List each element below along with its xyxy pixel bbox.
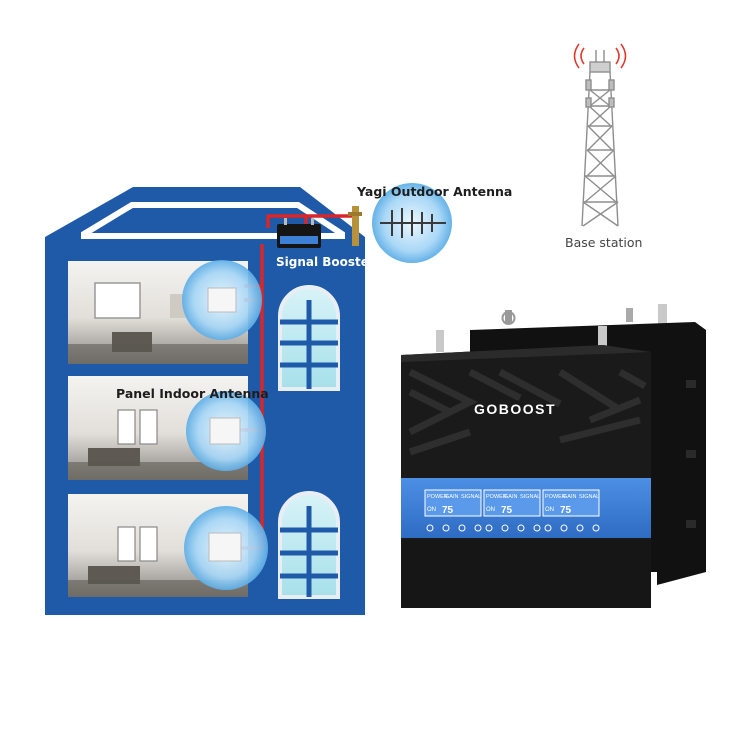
lcd-header-3-3: SIGNAL — [579, 494, 599, 500]
lcd-panel-3: POWER GAIN SIGNAL ON 75 — [542, 489, 600, 517]
window-upper — [278, 285, 340, 391]
yagi-antenna-label: Yagi Outdoor Antenna — [357, 184, 513, 199]
control-buttons — [426, 524, 600, 532]
yagi-antenna-bubble — [372, 183, 452, 263]
window-lower — [278, 491, 340, 599]
lcd-header-2-2: GAIN — [504, 494, 517, 500]
panel-antenna-floor-1 — [184, 506, 268, 590]
lcd-gain-3: 75 — [560, 505, 572, 516]
lcd-gain-2: 75 — [501, 505, 513, 516]
signal-booster-unit-icon — [277, 218, 321, 248]
radio-wave-icon — [573, 43, 627, 69]
lcd-status-2: ON — [486, 507, 495, 513]
panel-antenna-label: Panel Indoor Antenna — [116, 386, 269, 401]
lcd-header-3-1: POWER — [545, 494, 566, 500]
lcd-header-1-2: GAIN — [445, 494, 458, 500]
antenna-mast — [348, 206, 362, 246]
lcd-panel-1: POWER GAIN SIGNAL ON 75 — [424, 489, 482, 517]
panel-antenna-floor-3 — [182, 260, 262, 340]
lcd-header-2-3: SIGNAL — [520, 494, 540, 500]
base-station-tower-icon — [581, 50, 619, 227]
lcd-status-1: ON — [427, 507, 436, 513]
device-brand: GOBOOST — [474, 401, 557, 417]
lcd-header-2-1: POWER — [486, 494, 507, 500]
panel-antenna-floor-2 — [186, 391, 266, 471]
booster-device-front — [401, 326, 651, 608]
lcd-status-3: ON — [545, 507, 554, 513]
lcd-gain-1: 75 — [442, 505, 454, 516]
lcd-header-1-1: POWER — [427, 494, 448, 500]
lcd-header-3-2: GAIN — [563, 494, 576, 500]
lcd-header-1-3: SIGNAL — [461, 494, 481, 500]
base-station-label: Base station — [565, 235, 643, 250]
lcd-panel-2: POWER GAIN SIGNAL ON 75 — [483, 489, 541, 517]
signal-booster-label: Signal Booster — [276, 255, 375, 269]
